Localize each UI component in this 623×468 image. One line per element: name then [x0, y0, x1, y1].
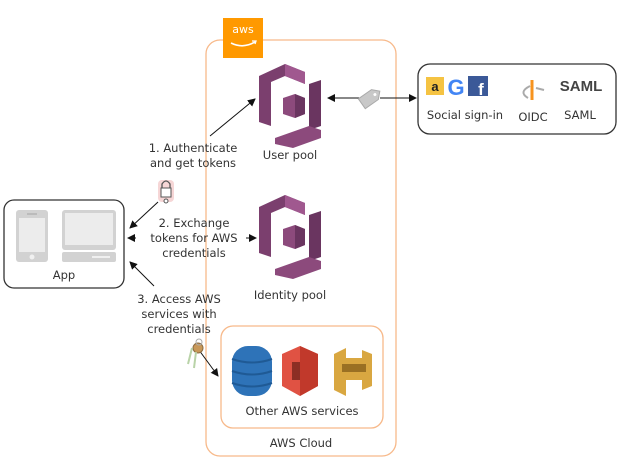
oidc-logo-icon	[522, 80, 545, 100]
step-3-line-3: credentials	[147, 322, 211, 336]
other-services-container	[220, 325, 384, 429]
mobile-device-icon	[16, 210, 48, 262]
step-1-line-2: and get tokens	[150, 156, 236, 170]
app-box	[3, 199, 125, 289]
other-services-label: Other AWS services	[245, 404, 359, 418]
social-sign-in-label: Social sign-in	[426, 108, 504, 122]
amazon-logo-icon: a	[426, 77, 444, 95]
aws-smile-icon	[230, 41, 256, 47]
keys-icon	[187, 338, 204, 369]
arrow-access-to-app	[129, 261, 155, 287]
arrow-auth-to-app	[129, 201, 159, 229]
svg-text:a: a	[431, 79, 439, 94]
step-2-line-3: credentials	[162, 246, 226, 260]
step-3-line-1: 3. Access AWS	[137, 292, 221, 306]
api-gateway-icon	[334, 348, 372, 396]
s3-icon	[282, 346, 318, 396]
svg-text:f: f	[478, 80, 484, 99]
step-1-line-1: 1. Authenticate	[148, 141, 238, 155]
saml-label: SAML	[564, 108, 596, 122]
aws-cloud-label: AWS Cloud	[269, 436, 333, 450]
token-tag-icon	[357, 89, 381, 110]
user-pool-cognito-icon	[259, 64, 321, 148]
facebook-logo-icon: f	[468, 76, 488, 99]
aws-badge-text: aws	[232, 23, 254, 36]
step-3-line-2: services with	[141, 307, 217, 321]
step-1-label: 1. Authenticate and get tokens	[138, 141, 248, 171]
identity-pool-label: Identity pool	[253, 288, 327, 302]
svg-text:G: G	[447, 75, 464, 100]
google-logo-icon: G	[447, 75, 464, 100]
arrow-auth	[209, 98, 256, 137]
app-label: App	[52, 268, 76, 282]
aws-cloud-container	[205, 39, 397, 457]
saml-logo-icon: SAML	[559, 78, 603, 95]
desktop-computer-icon	[62, 210, 116, 262]
oidc-label: OIDC	[518, 110, 548, 124]
step-2-label: 2. Exchange tokens for AWS credentials	[140, 216, 248, 261]
dynamodb-icon	[231, 346, 273, 396]
step-3-label: 3. Access AWS services with credentials	[124, 292, 234, 337]
padlock-icon	[158, 180, 174, 204]
user-pool-label: User pool	[262, 148, 318, 162]
step-2-line-2: tokens for AWS	[150, 231, 238, 245]
identity-pool-cognito-icon	[259, 195, 321, 279]
step-2-line-1: 2. Exchange	[158, 216, 230, 230]
aws-badge	[223, 18, 263, 58]
providers-box	[417, 63, 617, 135]
